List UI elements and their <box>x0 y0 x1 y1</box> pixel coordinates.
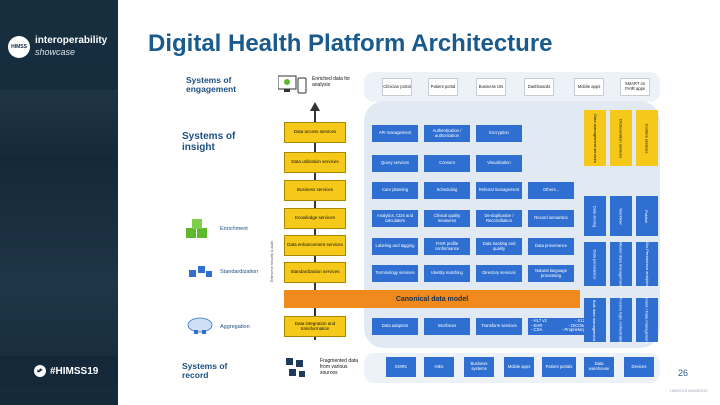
service-1-item-1: Consent <box>424 155 470 172</box>
engagement-item-3: Dashboards <box>524 78 554 96</box>
service-label-4: Data enhancement services <box>284 235 346 256</box>
service-2-item-1: Scheduling <box>424 182 470 199</box>
integration-item-2: Transform services <box>476 318 522 335</box>
right-column-10: Process logic orchestration <box>610 296 632 344</box>
integration-item-0: Data adapters <box>372 318 418 335</box>
format-1: - EHR <box>531 322 543 328</box>
fragmented-data-icon <box>284 356 308 385</box>
brand-name: interoperability <box>35 35 108 46</box>
enriched-data-label: Enriched data for analysis <box>312 76 351 88</box>
right-column-1: Orchestration services <box>610 110 632 166</box>
service-0-item-1: Authentication / authorization <box>424 125 470 142</box>
service-label-0: Data access services <box>284 122 346 143</box>
enrichment-cubes-icon <box>184 218 214 247</box>
service-2-item-3: Others... <box>528 182 574 199</box>
brand-subtitle: showcase <box>35 47 76 57</box>
service-1-item-2: Visualization <box>476 155 522 172</box>
twitter-icon <box>34 365 46 377</box>
record-item-3: Mobile apps <box>504 357 534 377</box>
service-5-item-2: Directory services <box>476 265 522 282</box>
standardization-label: Standardization <box>220 269 259 275</box>
footer-text: HIMSS19 #HIMSS19 <box>670 388 708 393</box>
right-column-5: Publish <box>636 196 658 236</box>
engagement-item-2: Business UIs <box>476 78 506 96</box>
format-2: - CDA <box>531 327 543 333</box>
right-column-4: Workflow <box>610 196 632 236</box>
right-column-6: Data persistence <box>584 242 606 286</box>
record-label: Systems of record <box>182 361 228 380</box>
page-title: Digital Health Platform Architecture <box>148 30 553 57</box>
service-5-item-1: Identity matching <box>424 265 470 282</box>
record-item-5: Data warehouse <box>584 357 614 377</box>
aggregation-cloud-icon <box>186 316 214 341</box>
security-audit-label: Enterprise security & audit <box>270 241 274 282</box>
engagement-label: Systems of engagement <box>186 75 237 94</box>
analytics-device-icon <box>277 74 308 103</box>
integration-label: Data integration and transformation <box>284 316 346 337</box>
service-label-2: Business services <box>284 180 346 201</box>
aggregation-label: Aggregation <box>220 324 250 330</box>
engagement-item-4: Mobile apps <box>574 78 604 96</box>
right-column-2: Content services <box>636 110 658 166</box>
page-number: 26 <box>678 368 689 378</box>
architecture-diagram: Systems of engagement Systems of insight… <box>174 70 662 387</box>
service-2-item-0: Care planning <box>372 182 418 199</box>
engagement-region <box>364 72 660 102</box>
service-4-item-2: Data tracking and quality <box>476 238 522 255</box>
upward-arrow-head <box>310 102 320 111</box>
canonical-data-model: Canonical data model <box>284 290 580 308</box>
service-label-1: Data utilization services <box>284 152 346 173</box>
service-4-item-3: Data provenance <box>528 238 574 255</box>
record-item-1: HIEs <box>424 357 454 377</box>
service-3-item-2: De-duplication / Reconciliation <box>476 210 522 227</box>
standardization-cubes-icon <box>188 262 214 285</box>
event-hashtag: #HIMSS19 <box>50 366 99 377</box>
right-column-3: Data storing <box>584 196 606 236</box>
service-0-item-0: API management <box>372 125 418 142</box>
record-item-0: EMRs <box>386 357 416 377</box>
service-3-item-3: Record semantics <box>528 210 574 227</box>
service-2-item-2: Referral management <box>476 182 522 199</box>
logo-area: HIMSS interoperability showcase <box>0 0 118 90</box>
right-column-11: Event / Data management <box>636 297 658 343</box>
service-4-item-1: FHIR profile conformance <box>424 238 470 255</box>
service-label-5: Standardization services <box>284 262 346 283</box>
right-column-8: Bio-Persistence analytics <box>636 242 658 286</box>
engagement-item-5: SMART on FHIR apps <box>620 78 650 96</box>
service-0-item-2: Encryption <box>476 125 522 142</box>
format-5: - Proprietary <box>561 327 585 333</box>
insight-label: Systems of insight <box>182 131 236 153</box>
himss-logo: HIMSS <box>8 36 30 58</box>
record-item-4: Patient portals <box>542 357 576 377</box>
service-3-item-1: Clinical quality measures <box>424 210 470 227</box>
engagement-item-0: Clinician portal <box>382 78 412 96</box>
service-label-3: Knowledge services <box>284 208 346 229</box>
service-5-item-3: Natural language processing <box>528 265 574 282</box>
engagement-item-1: Patient portal <box>428 78 458 96</box>
right-column-0: Data management services <box>584 110 606 166</box>
record-item-2: Business systems <box>464 357 494 377</box>
integration-formats: - HL7 v2 - X12 - EHR - DICOM - CDA - Propri… <box>528 318 588 335</box>
service-4-item-0: Labeling and tagging <box>372 238 418 255</box>
fragmented-data-label: Fragmented data from various sources <box>320 358 359 376</box>
left-brand-panel: HIMSS interoperability showcase #HIMSS19 <box>0 0 118 405</box>
record-item-6: Devices <box>624 357 654 377</box>
service-1-item-0: Query services <box>372 155 418 172</box>
service-3-item-0: Analytics, CDS and calculators <box>372 210 418 227</box>
hashtag-bar <box>0 356 118 386</box>
format-0: - HL7 v2 <box>531 318 547 323</box>
format-3: - X12 <box>574 318 585 323</box>
format-4: - DICOM <box>568 322 585 328</box>
right-column-9: Bulk data management <box>584 298 606 342</box>
right-column-7: Master data management <box>610 241 632 287</box>
integration-item-1: Interfaces <box>424 318 470 335</box>
enrichment-label: Enrichment <box>220 226 248 232</box>
service-5-item-0: Terminology services <box>372 265 418 282</box>
